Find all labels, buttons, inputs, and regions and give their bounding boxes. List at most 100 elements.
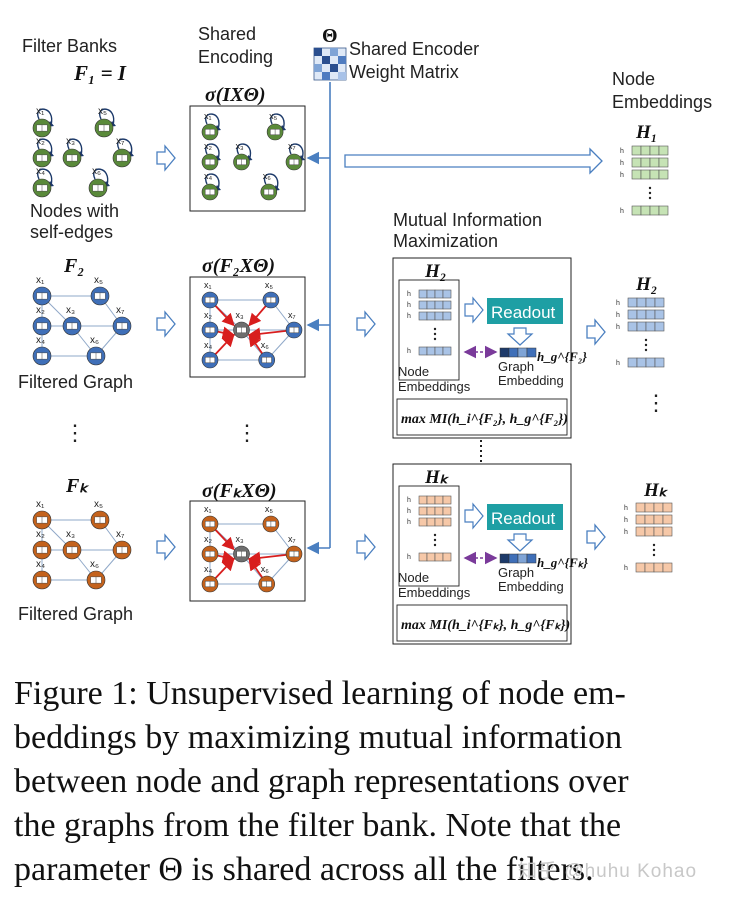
node-label: x₃	[236, 141, 245, 151]
node-label: x₂	[204, 310, 213, 320]
embedding-cell	[426, 311, 436, 321]
h1-label: H₁	[635, 122, 657, 143]
svg-text:h: h	[620, 148, 624, 155]
embedding-cell	[653, 526, 664, 537]
node-label: x₃	[66, 529, 75, 540]
embedding-cell	[442, 311, 452, 321]
node-label: x₁	[204, 504, 212, 514]
embedding-cell	[654, 357, 665, 368]
node-label: x₂	[36, 305, 45, 316]
svg-text:h: h	[407, 497, 411, 504]
embedding-cell	[627, 309, 638, 320]
embedding-cell	[418, 346, 428, 356]
node-label: x₇	[288, 534, 296, 544]
embedding-cell	[649, 169, 660, 180]
embedding-cell	[635, 514, 646, 525]
embedding-cell	[627, 357, 638, 368]
node-label: x₅	[265, 280, 274, 290]
embedding-cell	[434, 300, 444, 310]
embedding-cell	[636, 297, 647, 308]
embedding-cell	[653, 562, 664, 573]
embedding-cell	[434, 517, 444, 527]
embedding-cell	[635, 526, 646, 537]
svg-text:h: h	[407, 313, 411, 320]
node-label: x₄	[204, 564, 213, 574]
readout-label-k: Readout	[491, 509, 556, 528]
svg-text:h: h	[616, 300, 620, 307]
embedding-cell	[442, 506, 452, 516]
node-label: x₆	[261, 340, 270, 350]
embedding-cell	[649, 145, 660, 156]
embedding-cell	[640, 145, 651, 156]
embedding-cell	[654, 321, 665, 332]
node-label: x₂	[204, 534, 213, 544]
hg-f2-label: h_g^{F₂}	[537, 349, 587, 364]
svg-text:h: h	[407, 519, 411, 526]
node-label: x₃	[236, 534, 245, 544]
shared-encoding-label-line1: Shared	[198, 24, 256, 44]
sigma-ix-theta: σ(IXΘ)	[205, 84, 266, 106]
readout-label-2: Readout	[491, 303, 556, 322]
node-label: x₆	[92, 166, 101, 177]
embedding-cell	[442, 517, 452, 527]
embedding-cell	[649, 205, 660, 216]
node-label: x₅	[269, 111, 278, 121]
max-mi-f2: max MI(h_i^{F₂}, h_g^{F₂})	[401, 412, 568, 427]
embedding-cell	[434, 311, 444, 321]
node-label: x₅	[94, 499, 103, 510]
embedding-cell	[426, 552, 436, 562]
node-label: x₂	[36, 136, 45, 147]
graph-embedding-cell	[508, 347, 519, 358]
figure-caption: Figure 1: Unsupervised learning of node …	[14, 672, 730, 892]
node-label: x₅	[94, 275, 103, 286]
embedding-cell	[434, 495, 444, 505]
embedding-cell	[426, 506, 436, 516]
mik-node-emb-line1: Node	[398, 570, 429, 585]
sigma-f2-x-theta: σ(F₂XΘ)	[202, 255, 275, 277]
svg-text:h: h	[620, 208, 624, 215]
embedding-cell	[644, 562, 655, 573]
embedding-cell	[644, 514, 655, 525]
graph-embedding-cell	[499, 553, 510, 564]
embedding-cell	[649, 157, 660, 168]
embedding-cell	[418, 300, 428, 310]
vdots-middle: ⋮	[236, 420, 258, 445]
graph-embedding-cell	[517, 553, 528, 564]
readout-box-2	[487, 298, 563, 324]
node-label: x₃	[66, 136, 75, 147]
hk-label: Hₖ	[643, 480, 669, 501]
embedding-cell	[426, 300, 436, 310]
graph-embedding-cell	[526, 553, 537, 564]
diagram: Filter Banks F₁ = I Shared Encoding Θ Sh…	[18, 24, 712, 645]
embedding-cell	[426, 346, 436, 356]
embedding-cell	[627, 321, 638, 332]
embedding-cell	[442, 289, 452, 299]
svg-text:h: h	[407, 508, 411, 515]
node-label: x₁	[204, 111, 212, 121]
nodes-self-edges-line1: Nodes with	[30, 201, 119, 221]
svg-text:h: h	[616, 324, 620, 331]
embedding-cell	[418, 289, 428, 299]
node-label: x₆	[261, 564, 270, 574]
encoded-graph-k: x₁ x₂ x₃ x₄ x₅ x₆ x₇	[201, 504, 303, 593]
graph-emb-2-line2: Embedding	[498, 373, 564, 388]
mik-hk-label: Hₖ	[424, 467, 450, 488]
svg-text:h: h	[620, 172, 624, 179]
node-label: x₅	[265, 504, 274, 514]
node-label: x₆	[90, 335, 99, 346]
svg-text:h: h	[407, 291, 411, 298]
node-label: x₁	[36, 275, 45, 286]
embedding-cell	[434, 346, 444, 356]
embedding-cell	[631, 205, 642, 216]
embedding-cell	[434, 506, 444, 516]
mi-label-line2: Maximization	[393, 231, 498, 251]
vdots-left: ⋮	[64, 420, 86, 445]
to-h1-arrow	[344, 147, 603, 175]
embedding-cell	[662, 526, 673, 537]
node-label: x₁	[36, 106, 45, 117]
shared-encoding-label-line2: Encoding	[198, 47, 273, 67]
embedding-cell	[418, 495, 428, 505]
